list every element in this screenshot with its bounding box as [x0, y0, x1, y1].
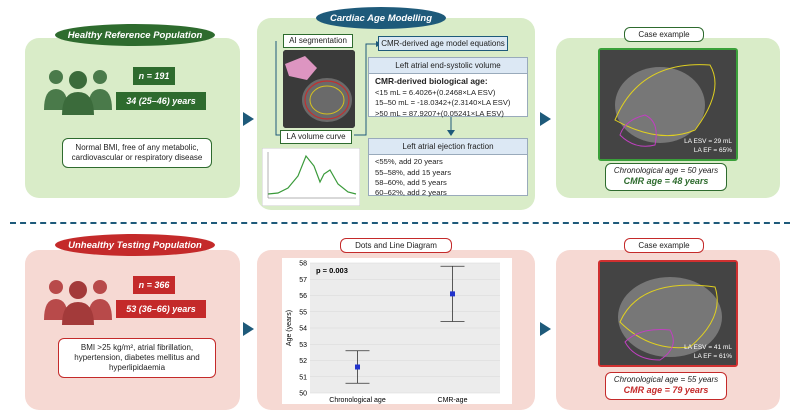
- people-icon: [44, 280, 112, 325]
- la-curve-label: LA volume curve: [280, 130, 352, 144]
- healthy-n: n = 191: [133, 67, 175, 85]
- esv-head: Left atrial end-systolic volume: [369, 58, 527, 75]
- y-tick-label: 53: [299, 342, 307, 349]
- case-title-top: Case example: [624, 27, 704, 42]
- unhealthy-criteria: BMI >25 kg/m², atrial fibrillation, hype…: [58, 338, 216, 378]
- y-tick-label: 55: [299, 309, 307, 316]
- case-esv-bottom: LA ESV = 41 mL: [684, 344, 732, 351]
- dots-line-chart: 50 51 52 53 54 55 56 57 58 Chronological age CMR-…: [282, 258, 512, 404]
- bio-age-head: CMR-derived biological age:: [375, 76, 488, 87]
- arrow-right: [243, 112, 254, 126]
- case-mri-top: LA ESV = 29 mL LA EF = 65%: [598, 48, 738, 161]
- y-tick-label: 52: [299, 358, 307, 365]
- ef-box: Left atrial ejection fraction <55%, add …: [368, 138, 528, 198]
- ef-head: Left atrial ejection fraction: [369, 139, 527, 156]
- ef-3: 58–60%, add 5 years: [375, 177, 447, 187]
- arrow-right: [540, 322, 551, 336]
- la-volume-curve: [262, 148, 360, 206]
- y-tick-label: 58: [299, 261, 307, 268]
- eq-3: >50 mL = 87.9207+(0.05241×LA ESV): [375, 108, 504, 118]
- people-icon: [44, 70, 112, 115]
- unhealthy-n: n = 366: [133, 276, 175, 294]
- unhealthy-criteria-text: BMI >25 kg/m², atrial fibrillation, hype…: [74, 343, 200, 372]
- divider: [10, 222, 790, 224]
- down-arrow: [447, 117, 455, 136]
- ai-seg-image: [283, 50, 355, 128]
- unhealthy-age: 53 (36–66) years: [116, 300, 206, 318]
- y-tick-label: 50: [299, 391, 307, 398]
- x-tick-label: Chronological age: [329, 397, 386, 404]
- eq-2: 15–50 mL = -18.0342+(2.3140×LA ESV): [375, 98, 511, 108]
- arrow-right: [540, 112, 551, 126]
- chrono-age-top: Chronological age = 50 years: [613, 166, 719, 176]
- healthy-panel: [25, 38, 240, 198]
- cmr-eq-label: CMR-derived age model equations: [378, 36, 508, 51]
- case-ages-top: Chronological age = 50 years CMR age = 4…: [605, 163, 727, 191]
- healthy-criteria: Normal BMI, free of any metabolic, cardi…: [62, 138, 212, 168]
- cmr-age-top: CMR age = 48 years: [623, 176, 709, 187]
- ef-1: <55%, add 20 years: [375, 157, 443, 167]
- y-tick-label: 56: [299, 293, 307, 300]
- esv-equations-box: Left atrial end-systolic volume CMR-deri…: [368, 57, 528, 118]
- case-ef-bottom: LA EF = 61%: [693, 353, 732, 360]
- mean-point: [355, 364, 360, 370]
- p-value: p = 0.003: [316, 266, 348, 275]
- chrono-age-bottom: Chronological age = 55 years: [613, 375, 719, 385]
- y-tick-label: 54: [299, 326, 307, 333]
- ai-seg-label: AI segmentation: [283, 34, 353, 48]
- case-title-bottom: Case example: [624, 238, 704, 253]
- unhealthy-title-pill: Unhealthy Testing Population: [55, 234, 215, 256]
- healthy-title-pill: Healthy Reference Population: [55, 24, 215, 46]
- case-ages-bottom: Chronological age = 55 years CMR age = 7…: [605, 372, 727, 400]
- modelling-title-pill: Cardiac Age Modelling: [316, 7, 446, 29]
- y-tick-label: 51: [299, 374, 307, 381]
- case-esv-top: LA ESV = 29 mL: [684, 138, 732, 145]
- unhealthy-panel: [25, 250, 240, 410]
- case-ef-top: LA EF = 65%: [693, 147, 732, 154]
- eq-1: <15 mL = 6.4026+(0.2468×LA ESV): [375, 87, 496, 97]
- ef-4: 60–62%, add 2 years: [375, 188, 447, 198]
- y-axis-label: Age (years): [286, 310, 293, 346]
- arrow-right: [243, 322, 254, 336]
- x-tick-label: CMR-age: [438, 397, 468, 404]
- dots-title: Dots and Line Diagram: [340, 238, 452, 253]
- y-tick-label: 57: [299, 277, 307, 284]
- case-mri-bottom: LA ESV = 41 mL LA EF = 61%: [598, 260, 738, 367]
- healthy-age: 34 (25–46) years: [116, 92, 206, 110]
- mean-point: [450, 291, 455, 297]
- connector-lines: [275, 41, 382, 136]
- cmr-age-bottom: CMR age = 79 years: [623, 385, 709, 396]
- ef-2: 55–58%, add 15 years: [375, 167, 451, 177]
